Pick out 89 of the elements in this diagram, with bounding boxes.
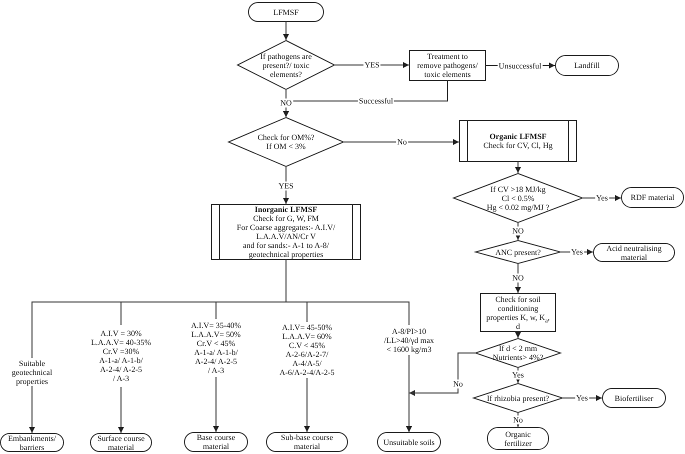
edge-label: YES bbox=[277, 182, 295, 190]
arrow bbox=[283, 166, 289, 204]
arrow bbox=[213, 376, 219, 432]
arrow bbox=[515, 162, 521, 174]
node-label: Check for G, W, FM bbox=[253, 214, 319, 223]
node-label: Hg < 0.02 mg/MJ ? bbox=[486, 202, 550, 212]
criteria-text: Cr.V =30% bbox=[102, 347, 140, 356]
edge-label: YES bbox=[363, 60, 381, 70]
criteria-text: C.V < 45% bbox=[288, 341, 326, 350]
criteria-text: L.A.A.V= 60% bbox=[282, 332, 332, 341]
terminal-box bbox=[602, 388, 666, 408]
node-label: LFMSF bbox=[273, 8, 299, 16]
node-label: RDF material bbox=[630, 193, 674, 202]
criteria-text: A.I.V = 30% bbox=[100, 329, 142, 338]
node-label: If rhizobia present? bbox=[486, 394, 550, 402]
node-label: Embankments/ barriers bbox=[7, 434, 57, 452]
node-label: Check for OM%? If OM < 3% bbox=[256, 133, 316, 151]
edge-label: Yes bbox=[595, 194, 609, 202]
node-label: Base course material bbox=[196, 433, 236, 451]
node-label: ANC present? bbox=[495, 248, 541, 256]
terminal-box bbox=[248, 2, 324, 22]
criteria-text: A-2-6/A-2-7/ A-4/A-5/ A-6/A-2-4/A-2-5 bbox=[278, 350, 336, 377]
edge-label: NO bbox=[511, 226, 525, 236]
node-label: If d < 2 mm bbox=[498, 344, 538, 353]
edge-label: Unsuccessful bbox=[498, 61, 542, 70]
decision-diamond bbox=[475, 338, 561, 368]
criteria-text: A-8/PI>10 /LL>40/γd max < 1600 kg/m3 bbox=[382, 326, 436, 354]
edge-label: No bbox=[512, 416, 524, 424]
decision-diamond bbox=[473, 383, 563, 413]
predefined-process-box bbox=[211, 204, 361, 260]
terminal-box bbox=[0, 433, 64, 452]
edge-label: No bbox=[396, 138, 408, 146]
edge-label: NO bbox=[511, 274, 525, 282]
box-heading: Inorganic LFMSF bbox=[254, 205, 318, 214]
decision-diamond bbox=[237, 40, 335, 90]
criteria-text: A.I.V= 45-50% bbox=[282, 323, 332, 332]
edge-label: NO bbox=[279, 98, 293, 108]
node-label: Biofertiliser bbox=[614, 394, 654, 402]
decision-diamond bbox=[475, 240, 561, 264]
edge-label: No bbox=[452, 380, 464, 388]
arrow bbox=[515, 264, 521, 294]
criteria-text: Cr.V < 45% bbox=[196, 339, 236, 348]
node-label: If pathogens are present?/ toxic elements? bbox=[259, 52, 313, 78]
arrow bbox=[283, 22, 289, 40]
connector-line bbox=[286, 260, 410, 326]
node-label: Surface course material bbox=[96, 434, 146, 452]
arrow bbox=[118, 386, 124, 434]
node-label: Organic fertilizer bbox=[503, 430, 533, 448]
criteria-text: Suitable geotechnical properties bbox=[10, 358, 54, 386]
node-label: Landfill bbox=[574, 61, 600, 70]
node-label: If CV >18 MJ/kg bbox=[490, 184, 546, 194]
node-label: Nutrients> 4%? bbox=[492, 353, 544, 362]
node-label: Check for soil conditioning properties K, w, K$_{a}$, d bbox=[485, 294, 551, 330]
arrow bbox=[344, 139, 460, 145]
terminal-box bbox=[593, 243, 675, 262]
node-label: Unsuitable soils bbox=[383, 438, 435, 446]
node-label: Acid neutralising material bbox=[605, 244, 663, 262]
criteria-text: L.A.A.V= 50% bbox=[191, 330, 241, 339]
process-box bbox=[409, 50, 486, 81]
terminal-box bbox=[184, 432, 248, 452]
criteria-text: A-1-a/ A-1-b/ A-2-4/ A-2-5 / A-3 bbox=[98, 356, 144, 383]
terminal-box bbox=[555, 55, 619, 76]
edge-label: Yes bbox=[570, 248, 584, 256]
edge-label: Yes bbox=[511, 370, 525, 380]
node-label: Cl < 0.5% bbox=[502, 194, 534, 202]
node-label: Treatment to remove pathogens/ toxic elements bbox=[416, 52, 479, 79]
decision-diamond bbox=[453, 173, 583, 223]
terminal-box bbox=[266, 432, 348, 452]
node-label: and for sands:- A-1 to A-8/ geotechnical properties bbox=[242, 241, 330, 259]
process-box bbox=[480, 293, 556, 332]
predefined-process-box bbox=[459, 120, 577, 162]
arrow bbox=[334, 62, 410, 68]
box-heading: Organic LFMSF bbox=[489, 132, 547, 141]
terminal-box bbox=[90, 433, 152, 452]
arrow bbox=[29, 386, 35, 434]
edge-label: Successful bbox=[358, 96, 394, 106]
terminal-box bbox=[487, 427, 549, 450]
terminal-box bbox=[377, 432, 441, 452]
arrow bbox=[304, 378, 310, 432]
criteria-text: A.I.V= 35-40% bbox=[190, 321, 242, 330]
decision-diamond bbox=[228, 117, 344, 167]
terminal-box bbox=[621, 187, 684, 208]
criteria-text: L.A.A.V= 40-35% bbox=[90, 338, 152, 347]
criteria-text: A-1-a/ A-1-b/ A-2-4/ A-2-5 / A-3 bbox=[193, 348, 239, 375]
node-label: Sub-base course material bbox=[280, 433, 334, 451]
arrow bbox=[406, 354, 412, 432]
edge-label: Yes bbox=[575, 394, 589, 402]
arrow bbox=[515, 332, 521, 338]
node-label: Check for CV, Cl, Hg bbox=[483, 141, 553, 150]
